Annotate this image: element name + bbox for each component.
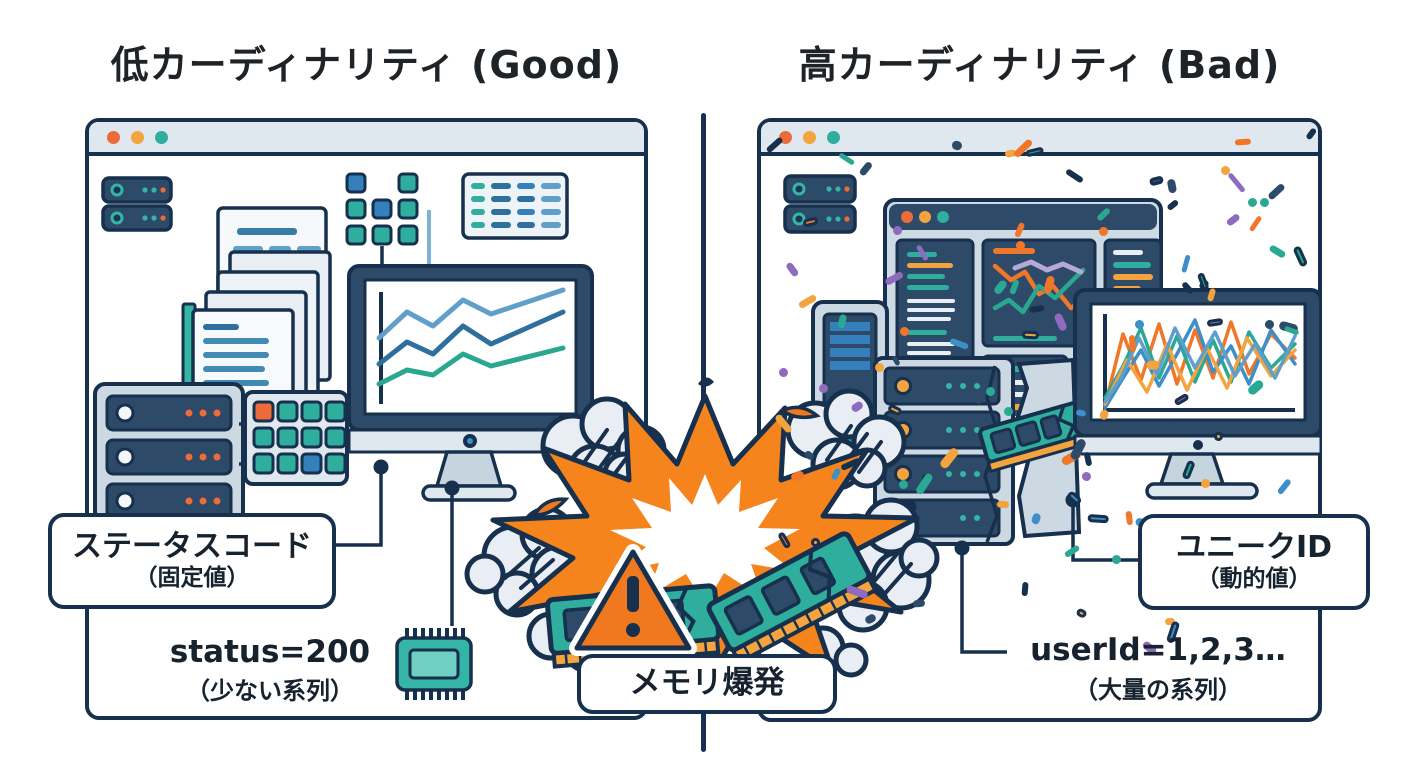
server-stack-icon (783, 174, 857, 234)
userid-example-label: userId=1,2,3… (1030, 632, 1286, 668)
data-table-icon (461, 172, 569, 240)
good-chart (376, 287, 566, 404)
good-monitor-icon (347, 264, 594, 502)
right-title: 高カーディナリティ (Bad) (798, 43, 1281, 87)
memory-box-connector (701, 712, 706, 752)
memory-explosion-callout: メモリ爆発 (577, 654, 837, 714)
bad-chart-series-orange (1103, 320, 1297, 408)
status-code-connector (335, 459, 389, 547)
good-chart-series-dark-blue (376, 309, 566, 367)
unique-id-sublabel: （動的値） (1196, 566, 1312, 593)
right-window-titlebar (761, 122, 1318, 156)
status-example-label: status=200 (169, 634, 371, 670)
keypad-icon (243, 390, 349, 486)
warning-triangle-icon (569, 544, 697, 656)
dashboard-series-teal (992, 267, 1086, 315)
window-dot-red-icon (779, 130, 792, 144)
memory-chip-icon (395, 628, 473, 700)
center-divider (701, 113, 706, 431)
status-code-callout: ステータスコード （固定値） (48, 513, 336, 609)
good-chart-series-teal (376, 345, 566, 387)
bad-monitor-icon (1073, 288, 1322, 500)
left-illustration (93, 172, 594, 700)
good-chart-series-light-blue (376, 287, 566, 341)
server-rack-icon (93, 382, 245, 524)
left-title: 低カーディナリティ (Good) (110, 43, 623, 87)
left-window-titlebar (89, 122, 644, 156)
spark-icons (531, 377, 917, 517)
explosion-flash (610, 474, 800, 605)
window-dot-red-icon (107, 130, 120, 144)
window-dot-green-icon (155, 130, 168, 144)
monitor-chip-connector (444, 480, 460, 626)
falling-ram-icon (978, 387, 1124, 474)
unique-id-callout: ユニークID （動的値） (1138, 514, 1370, 610)
dashboard-series-lavender (1012, 259, 1084, 275)
unique-id-label: ユニークID (1175, 530, 1333, 566)
memory-explosion-label: メモリ爆発 (629, 665, 785, 702)
memory-explosion-illustration (464, 377, 940, 689)
metric-grid-icon (345, 172, 431, 268)
window-dot-green-icon (827, 130, 840, 144)
bad-chart-series-blue (1103, 318, 1297, 410)
window-dot-amber-icon (803, 130, 816, 144)
userid-connector (954, 540, 1007, 654)
userid-example-sublabel: （大量の系列） (1074, 676, 1242, 704)
status-code-label: ステータスコード (72, 529, 312, 565)
window-dot-amber-icon (131, 130, 144, 144)
status-example-sublabel: （少ない系列） (186, 677, 354, 705)
bad-chart-series-amber (1103, 336, 1297, 406)
status-code-sublabel: （固定値） (134, 565, 250, 592)
server-stack-icon (101, 176, 173, 232)
